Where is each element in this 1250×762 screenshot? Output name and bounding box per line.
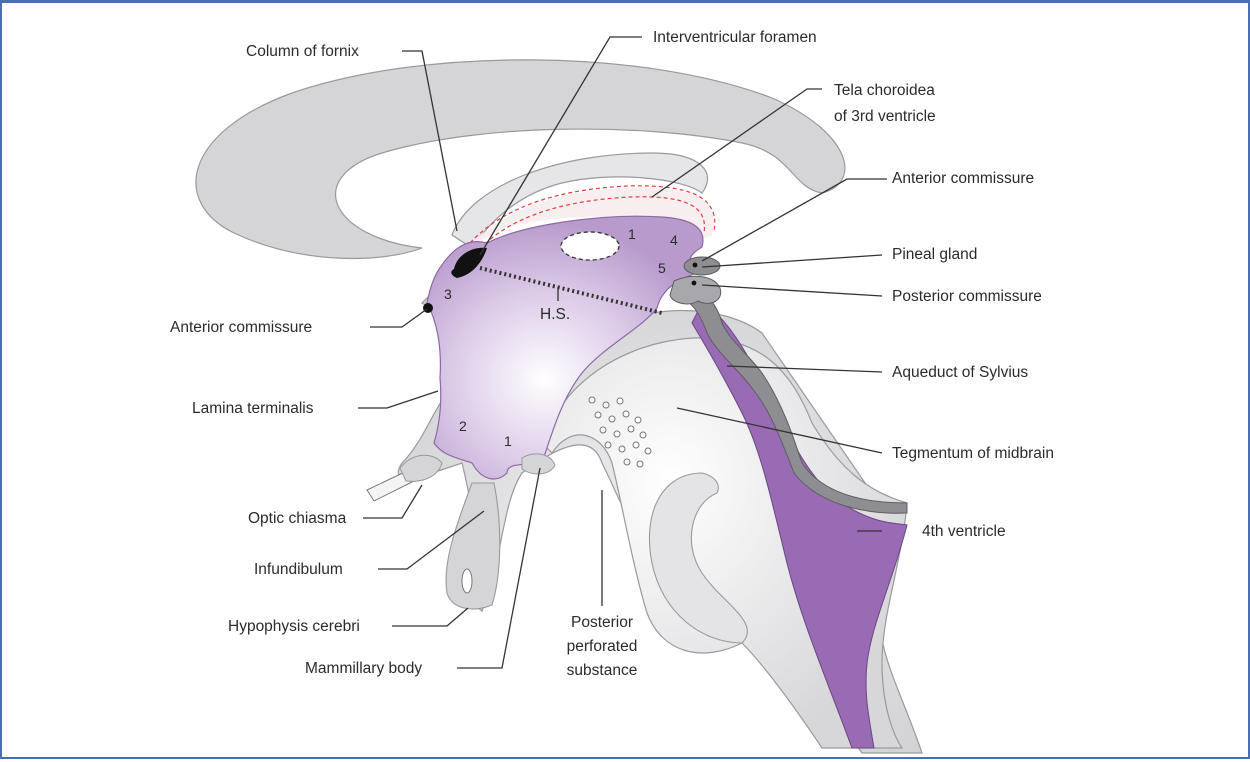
label-anterior-commissure-left: Anterior commissure — [170, 319, 312, 336]
label-infundibulum: Infundibulum — [254, 561, 343, 578]
label-posterior-perforated-line1: Posterior — [571, 614, 633, 631]
label-anterior-commissure-top: Anterior commissure — [892, 170, 1034, 187]
label-posterior-perforated-line3: substance — [567, 662, 638, 679]
label-tela-choroidea-line2: of 3rd ventricle — [834, 108, 936, 125]
recess-number-1-bottom: 1 — [504, 433, 512, 449]
label-posterior-perforated-line2: perforated — [567, 638, 638, 655]
label-lamina-terminalis: Lamina terminalis — [192, 400, 314, 417]
recess-number-2: 2 — [459, 418, 467, 434]
hypophysis-cleft — [462, 569, 472, 593]
label-interventricular-foramen: Interventricular foramen — [653, 29, 817, 46]
label-hypothalamic-sulcus: H.S. — [540, 306, 570, 323]
hypophysis-cerebri — [446, 483, 500, 609]
label-optic-chiasma: Optic chiasma — [248, 510, 347, 527]
posterior-commissure-dot — [692, 281, 697, 286]
corpus-callosum — [196, 60, 845, 259]
recess-number-3: 3 — [444, 286, 452, 302]
label-fourth-ventricle: 4th ventricle — [922, 523, 1006, 540]
mammillary-body — [522, 454, 555, 474]
label-posterior-commissure: Posterior commissure — [892, 288, 1042, 305]
posterior-commissure-shape — [670, 276, 721, 304]
pineal-dot — [693, 263, 698, 268]
label-tegmentum-of-midbrain: Tegmentum of midbrain — [892, 445, 1054, 462]
label-tela-choroidea-line1: Tela choroidea — [834, 82, 935, 99]
label-aqueduct-of-sylvius: Aqueduct of Sylvius — [892, 364, 1028, 381]
interthalamic-adhesion — [561, 232, 619, 260]
recess-number-4: 4 — [670, 232, 678, 248]
label-mammillary-body: Mammillary body — [305, 660, 422, 677]
label-pineal-gland: Pineal gland — [892, 246, 977, 263]
label-column-of-fornix: Column of fornix — [246, 43, 359, 60]
third-ventricle-diagram: Column of fornix Interventricular forame… — [2, 3, 1250, 762]
recess-number-5: 5 — [658, 260, 666, 276]
label-hypophysis-cerebri: Hypophysis cerebri — [228, 618, 360, 635]
recess-number-1-top: 1 — [628, 226, 636, 242]
